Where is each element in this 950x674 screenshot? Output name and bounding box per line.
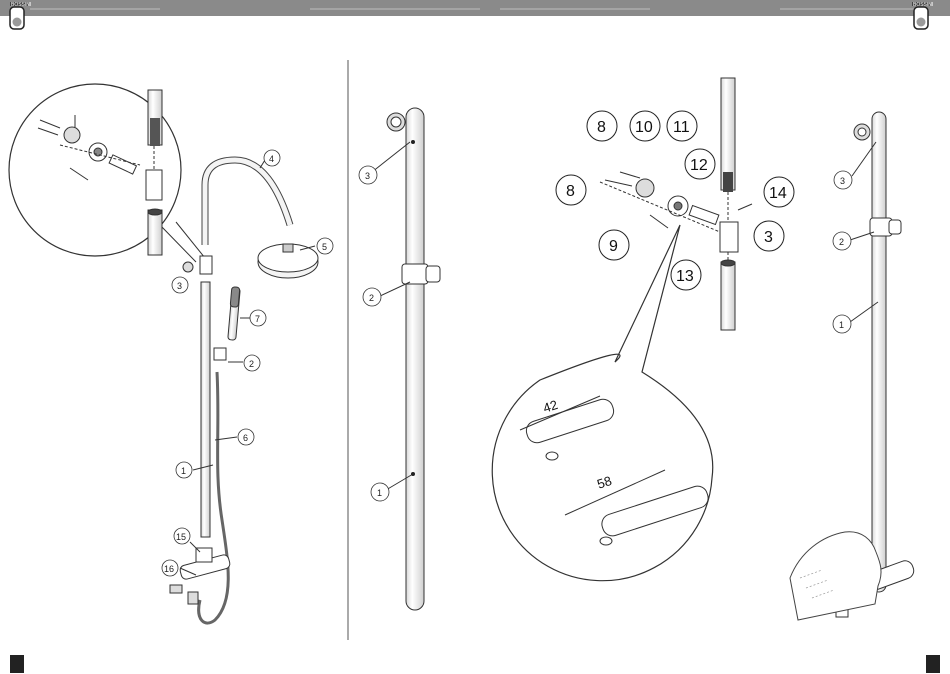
callout-6: 6 [243,433,248,443]
mid-callout-2: 2 [369,293,374,303]
callout-2: 2 [249,359,254,369]
middle-column-assembly [372,108,440,610]
mid-callout-1: 1 [377,488,382,498]
detail-callout-8a: 8 [597,119,606,136]
right-callouts: 3 2 1 [833,171,852,333]
detail-callout-11: 11 [673,119,690,136]
detail-callout-14: 14 [769,185,787,202]
corner-marker-right [926,655,940,673]
overview-callouts: 1 2 3 4 5 6 7 15 16 [162,150,333,576]
right-callout-1: 1 [839,320,844,330]
detail-callout-3: 3 [764,229,773,246]
mid-callout-3: 3 [365,171,370,181]
callout-1: 1 [181,466,186,476]
callout-16: 16 [164,564,174,574]
detail-callout-12: 12 [690,157,708,174]
callout-4: 4 [269,154,274,164]
callout-7: 7 [255,314,260,324]
detail-callout-10: 10 [635,119,653,136]
corner-marker-left [10,655,24,673]
right-column-assembly [790,112,916,620]
detail-callout-13: 13 [676,268,694,285]
callout-5: 5 [322,242,327,252]
right-callout-3: 3 [840,176,845,186]
right-callout-2: 2 [839,237,844,247]
callout-3: 3 [177,281,182,291]
detail-callout-9: 9 [609,238,618,255]
callout-15: 15 [176,532,186,542]
exploded-detail-assembly [492,78,752,581]
header-bar [0,0,950,16]
detail-callout-8b: 8 [566,183,575,200]
